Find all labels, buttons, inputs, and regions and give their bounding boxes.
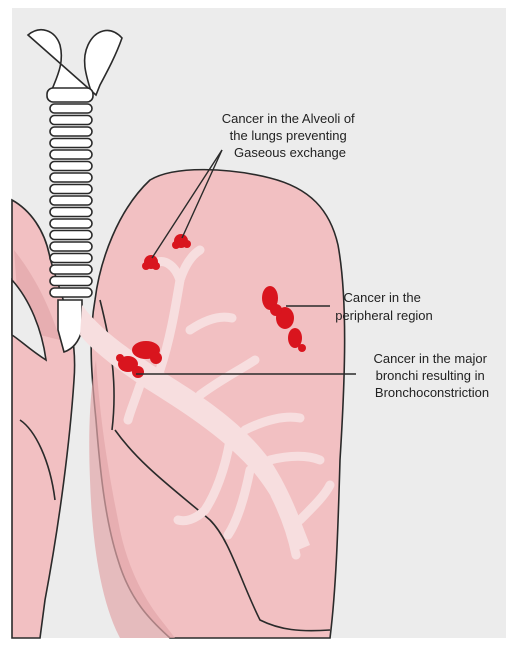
trachea-ring (50, 208, 92, 217)
trachea-ring (50, 265, 92, 274)
peripheral-annotation-line-2: peripheral region (335, 308, 433, 323)
trachea-ring (50, 150, 92, 159)
trachea-ring (50, 104, 92, 113)
trachea-ring (50, 162, 92, 171)
trachea-ring (50, 277, 92, 286)
alveoli-annotation: Cancer in the Alveoli of the lungs preve… (222, 111, 359, 160)
alveoli-annotation-line-1: Cancer in the Alveoli of (222, 111, 355, 126)
peripheral-annotation-line-1: Cancer in the (344, 290, 421, 305)
alveoli-annotation-line-3: Gaseous exchange (234, 145, 346, 160)
trachea-ring (50, 173, 92, 182)
trachea-ring (50, 185, 92, 194)
trachea-ring (50, 116, 92, 125)
trachea-ring (50, 139, 92, 148)
bronchi-annotation: Cancer in the major bronchi resulting in… (373, 351, 490, 400)
trachea-ring (50, 288, 92, 297)
trachea-ring (50, 242, 92, 251)
trachea-ring (50, 196, 92, 205)
trachea-ring (50, 254, 92, 263)
alveoli-annotation-line-2: the lungs preventing (230, 128, 347, 143)
trachea-ring (50, 219, 92, 228)
bronchi-annotation-line-1: Cancer in the major (373, 351, 487, 366)
trachea-ring (50, 231, 92, 240)
right-lung (80, 170, 345, 638)
trachea-rings (50, 104, 92, 297)
bronchi-annotation-line-2: bronchi resulting in (376, 368, 485, 383)
trachea-ring (50, 127, 92, 136)
bronchi-annotation-line-3: Bronchoconstriction (375, 385, 489, 400)
